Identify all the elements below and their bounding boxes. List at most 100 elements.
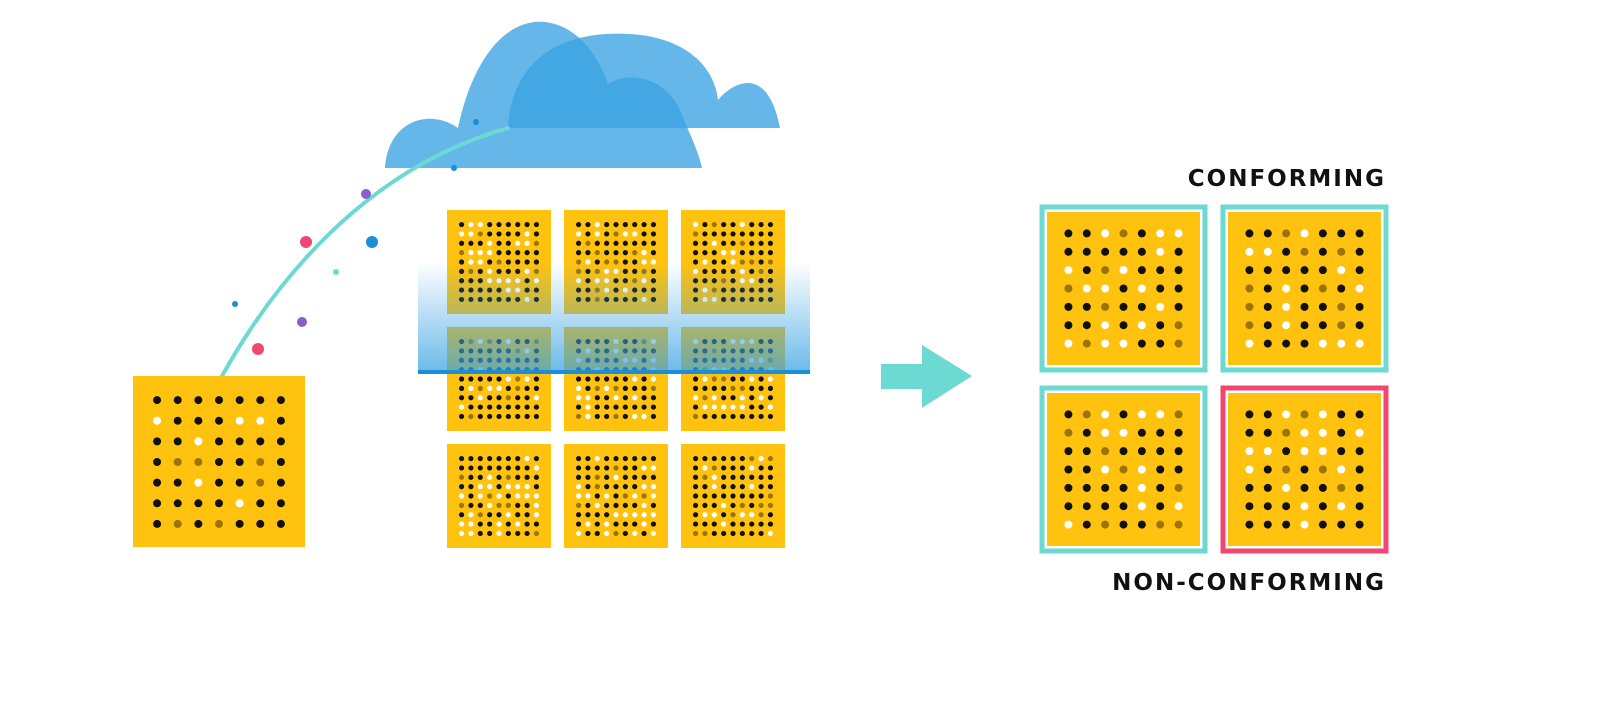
dot xyxy=(767,474,774,480)
dot xyxy=(1355,229,1364,238)
dot xyxy=(1156,428,1165,437)
dot xyxy=(496,512,502,518)
dot xyxy=(496,484,502,490)
dot xyxy=(575,530,582,537)
dot xyxy=(1119,302,1128,311)
dot xyxy=(692,240,699,246)
dot xyxy=(730,521,736,527)
dot xyxy=(594,231,600,237)
dot xyxy=(758,231,764,237)
dot xyxy=(702,521,708,527)
dot xyxy=(749,493,755,499)
dot xyxy=(173,478,182,487)
dot xyxy=(256,458,265,466)
dot xyxy=(632,395,638,401)
dot xyxy=(692,455,699,462)
dot xyxy=(524,404,530,410)
dot xyxy=(1300,502,1309,511)
dot xyxy=(730,530,736,537)
particle-dot xyxy=(366,236,378,248)
dot xyxy=(758,250,764,256)
dot xyxy=(767,484,774,490)
dot xyxy=(1137,339,1146,348)
dot xyxy=(749,404,755,410)
source-tile xyxy=(133,376,305,547)
dot xyxy=(515,474,521,480)
dot xyxy=(533,530,540,537)
dot xyxy=(524,395,530,401)
dot xyxy=(650,240,657,246)
dot xyxy=(487,231,493,237)
dot xyxy=(1156,447,1165,456)
dot xyxy=(1337,339,1346,348)
dot xyxy=(641,240,647,246)
dot xyxy=(758,474,764,480)
dot xyxy=(1355,447,1364,456)
dot xyxy=(641,231,647,237)
dot xyxy=(739,231,745,237)
dot xyxy=(1263,302,1272,311)
dot xyxy=(1119,266,1128,275)
dot xyxy=(477,376,483,382)
dot xyxy=(1282,302,1291,311)
dot xyxy=(721,474,727,480)
dot xyxy=(468,413,474,420)
dot xyxy=(524,385,530,391)
dot xyxy=(641,474,647,480)
dot xyxy=(1282,465,1291,474)
dot xyxy=(641,455,647,462)
dot xyxy=(585,413,591,420)
dot xyxy=(650,376,657,382)
dot xyxy=(575,521,582,527)
dot xyxy=(1282,483,1291,492)
dot xyxy=(468,474,474,480)
dot xyxy=(1300,284,1309,293)
dot xyxy=(594,521,600,527)
dot xyxy=(585,484,591,490)
dot xyxy=(1137,520,1146,529)
dot xyxy=(1119,520,1128,529)
dot xyxy=(758,240,764,246)
dot xyxy=(622,455,628,462)
dot xyxy=(632,221,638,228)
dot xyxy=(1355,247,1364,256)
dot xyxy=(711,474,717,480)
dot xyxy=(515,521,521,527)
dot xyxy=(1137,321,1146,330)
dot xyxy=(173,458,182,466)
scan-line xyxy=(418,370,810,374)
dot xyxy=(767,404,774,410)
dot xyxy=(711,413,717,420)
dot xyxy=(613,395,619,401)
dot xyxy=(173,437,182,446)
dot xyxy=(613,493,619,499)
dot xyxy=(194,416,203,425)
dot xyxy=(1263,229,1272,238)
dot xyxy=(758,395,764,401)
dot xyxy=(702,250,708,256)
dot xyxy=(594,395,600,401)
dot xyxy=(1064,321,1073,330)
dot xyxy=(505,474,511,480)
dot xyxy=(505,502,511,508)
dot xyxy=(496,221,502,228)
dot xyxy=(533,521,540,527)
dot xyxy=(730,231,736,237)
dot xyxy=(1282,321,1291,330)
dot xyxy=(622,385,628,391)
dot xyxy=(721,502,727,508)
dot xyxy=(739,395,745,401)
dot xyxy=(235,519,244,528)
dot xyxy=(505,521,511,527)
dot xyxy=(575,221,582,228)
dot xyxy=(1082,284,1091,293)
cloud-shape-front xyxy=(508,33,780,128)
dot xyxy=(767,385,774,391)
dot xyxy=(692,385,699,391)
dot xyxy=(641,395,647,401)
dot xyxy=(702,376,708,382)
dot xyxy=(692,530,699,537)
dot xyxy=(650,455,657,462)
dot xyxy=(1064,502,1073,511)
dot xyxy=(515,376,521,382)
